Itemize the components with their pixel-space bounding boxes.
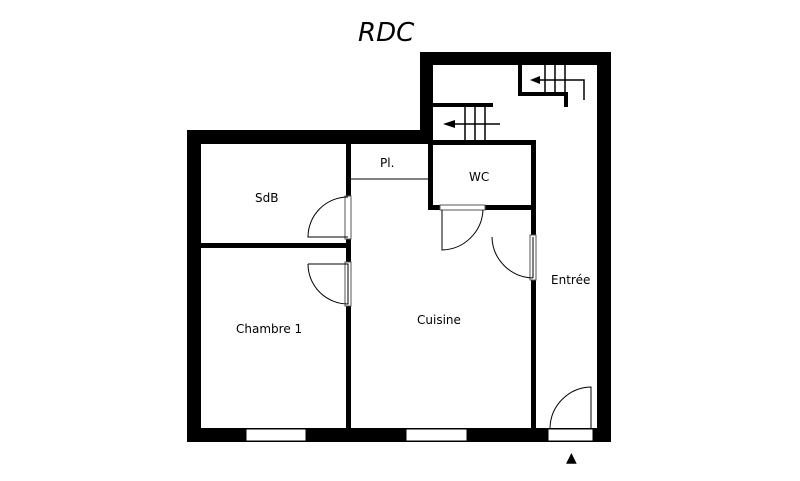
room-label-chambre: Chambre 1 [236,322,303,336]
entrance-arrow-icon: ▲ [566,450,577,466]
windows [245,428,594,442]
room-label-sdb: SdB [255,191,279,205]
room-label-cuisine: Cuisine [417,313,461,327]
door-swings [307,196,592,429]
floor-title: RDC [358,18,415,48]
stairs-upper-icon [518,65,585,107]
room-label-entree: Entrée [551,273,591,287]
stairs-lower-icon [433,103,500,140]
room-label-wc: WC [469,170,490,184]
room-label-placard: Pl. [380,156,395,170]
door-openings [344,195,537,307]
